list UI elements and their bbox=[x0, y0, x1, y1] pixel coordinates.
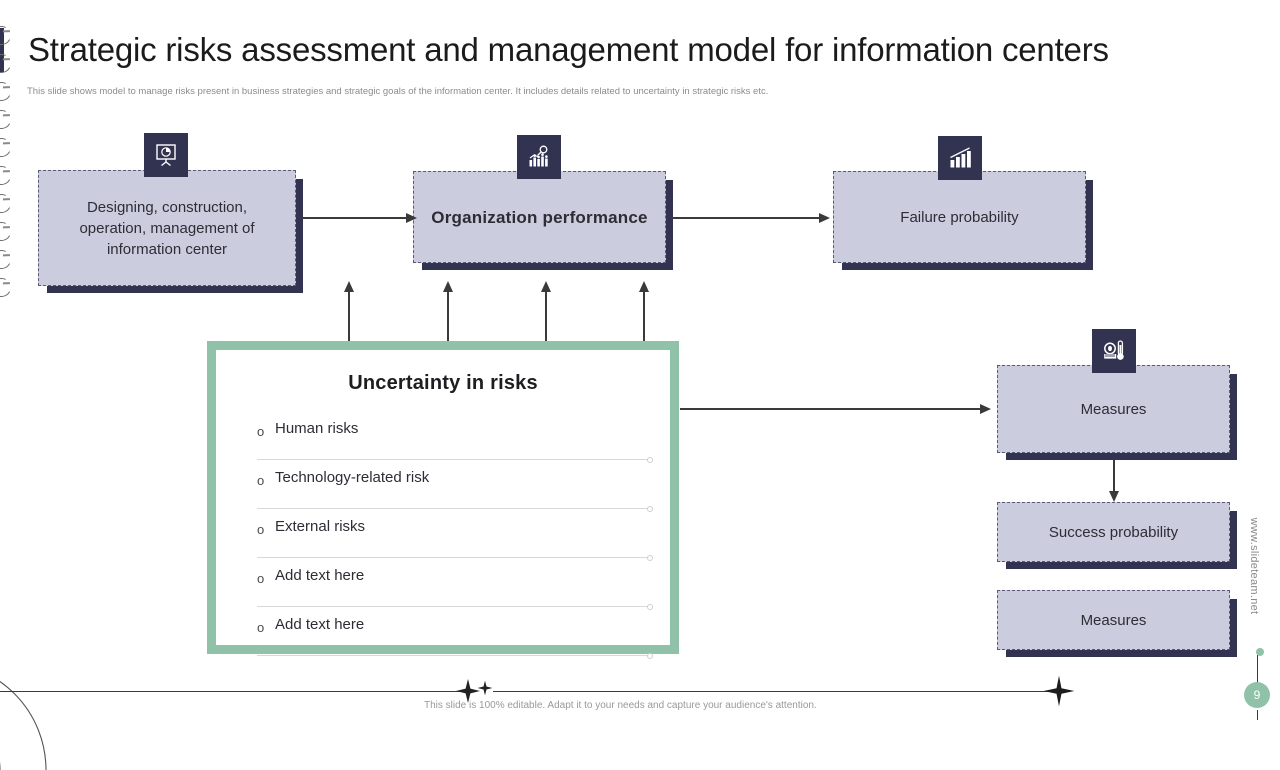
arrow-head bbox=[980, 403, 991, 414]
list-item-label: Add text here bbox=[275, 616, 365, 633]
arrow-up-1 bbox=[348, 290, 350, 342]
page-number-badge: 9 bbox=[1244, 682, 1270, 708]
list-item-label: Technology-related risk bbox=[275, 469, 430, 486]
arrow-designing-to-organization bbox=[300, 217, 408, 219]
list-item-rule bbox=[257, 555, 653, 561]
sparkle-icon-large bbox=[1043, 675, 1075, 707]
arrow-head bbox=[540, 281, 551, 292]
binding-ring bbox=[0, 191, 14, 216]
node-success-probability[interactable]: Success probability bbox=[997, 502, 1237, 569]
binding-ring bbox=[0, 135, 14, 160]
arrow-head bbox=[819, 212, 830, 223]
sparkle-icon bbox=[456, 679, 480, 703]
node-designing-label: Designing, construction, operation, mana… bbox=[79, 198, 255, 258]
notepad-surface: Uncertainty in risks o Human risks o Tec… bbox=[216, 350, 670, 659]
slide-canvas: Strategic risks assessment and managemen… bbox=[0, 12, 1270, 770]
list-item[interactable]: o External risks bbox=[257, 514, 653, 563]
arrow-organization-to-failure bbox=[671, 217, 821, 219]
arrow-head bbox=[406, 212, 417, 223]
node-failure-probability[interactable]: Failure probability bbox=[833, 171, 1093, 270]
bullet-glyph: o bbox=[257, 571, 265, 586]
list-item[interactable]: o Technology-related risk bbox=[257, 465, 653, 514]
arrow-measures-to-success bbox=[1113, 459, 1115, 495]
footer-rule-left bbox=[0, 691, 467, 692]
arrow-up-3 bbox=[545, 290, 547, 342]
page-badge-connector-top bbox=[1257, 655, 1258, 685]
people-bar-chart-magnifier-icon bbox=[517, 135, 561, 179]
arrow-up-2 bbox=[447, 290, 449, 342]
binding-ring bbox=[0, 275, 14, 300]
node-measures-bottom[interactable]: Measures bbox=[997, 590, 1237, 657]
list-item-rule bbox=[257, 604, 653, 610]
node-organization-label: Organization performance bbox=[431, 207, 648, 227]
measuring-tape-thermometer-icon bbox=[1092, 329, 1136, 373]
left-accent-bar bbox=[0, 28, 4, 72]
list-item[interactable]: o Add text here bbox=[257, 612, 653, 661]
list-item-rule bbox=[257, 457, 653, 463]
arrow-head bbox=[1108, 491, 1119, 502]
node-measures-bottom-label: Measures bbox=[1080, 611, 1147, 629]
bullet-glyph: o bbox=[257, 620, 265, 635]
arrow-head bbox=[343, 281, 354, 292]
page-subtitle: This slide shows model to manage risks p… bbox=[27, 86, 769, 97]
binding-ring bbox=[0, 247, 14, 272]
binding-ring bbox=[0, 219, 14, 244]
bullet-glyph: o bbox=[257, 473, 265, 488]
binding-ring bbox=[0, 107, 14, 132]
notepad-list: o Human risks o Technology-related risk … bbox=[257, 416, 653, 661]
node-success-label: Success probability bbox=[1048, 523, 1179, 541]
list-item-label: Add text here bbox=[275, 567, 365, 584]
binding-ring bbox=[0, 51, 14, 76]
notepad-title: Uncertainty in risks bbox=[348, 372, 538, 394]
footer-note: This slide is 100% editable. Adapt it to… bbox=[424, 700, 817, 711]
list-item-label: External risks bbox=[275, 518, 366, 535]
node-measures-top[interactable]: Measures bbox=[997, 365, 1237, 460]
binding-ring bbox=[0, 163, 14, 188]
footer-rule-right bbox=[493, 691, 1053, 692]
node-designing[interactable]: Designing, construction, operation, mana… bbox=[38, 170, 303, 293]
sparkle-icon-small bbox=[477, 680, 493, 696]
bullet-glyph: o bbox=[257, 424, 265, 439]
arrow-head bbox=[638, 281, 649, 292]
green-dot bbox=[1256, 648, 1264, 656]
arrow-up-4 bbox=[643, 290, 645, 342]
bullet-glyph: o bbox=[257, 522, 265, 537]
binding-ring bbox=[0, 23, 14, 48]
node-organization-performance[interactable]: Organization performance bbox=[413, 171, 673, 270]
list-item-rule bbox=[257, 506, 653, 512]
binding-ring bbox=[0, 79, 14, 104]
page-title: Strategic risks assessment and managemen… bbox=[28, 31, 1109, 68]
list-item-rule bbox=[257, 653, 653, 659]
list-item[interactable]: o Add text here bbox=[257, 563, 653, 612]
node-failure-label: Failure probability bbox=[900, 208, 1019, 226]
presentation-board-icon bbox=[144, 133, 188, 177]
bar-chart-growth-icon bbox=[938, 136, 982, 180]
arrow-notepad-to-measures bbox=[680, 408, 982, 410]
node-measures-top-label: Measures bbox=[1080, 400, 1147, 418]
list-item[interactable]: o Human risks bbox=[257, 416, 653, 465]
list-item-label: Human risks bbox=[275, 420, 359, 437]
page-badge-connector-bottom bbox=[1257, 710, 1258, 720]
spiral-binding bbox=[0, 12, 26, 302]
decorative-arcs bbox=[0, 680, 47, 770]
arrow-head bbox=[442, 281, 453, 292]
website-url: www.slideteam.net bbox=[1248, 517, 1260, 615]
uncertainty-notepad[interactable]: Uncertainty in risks o Human risks o Tec… bbox=[207, 341, 679, 659]
